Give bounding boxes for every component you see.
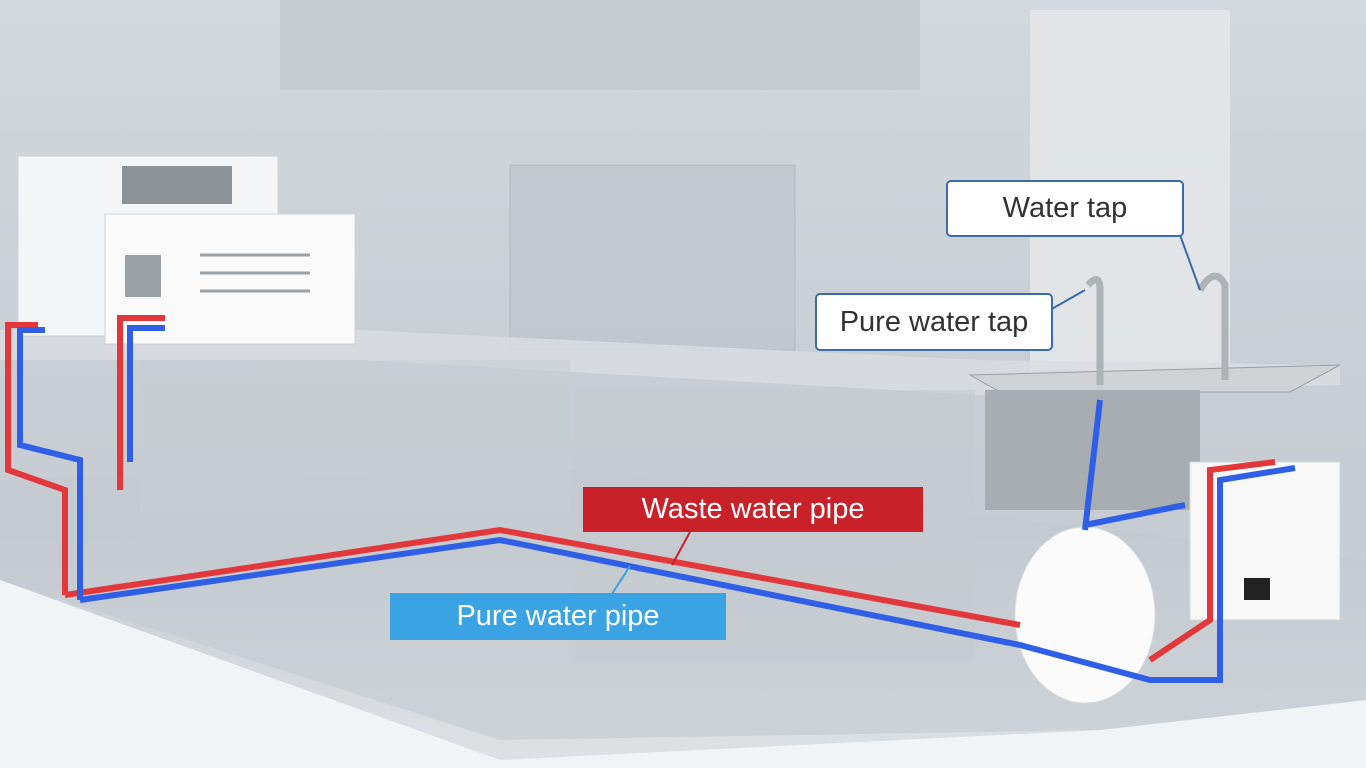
instrument-vent <box>122 166 232 204</box>
pure-water-pipes <box>17 325 1296 683</box>
water-tap-label: Water tap <box>946 180 1184 237</box>
pure-callout-line <box>609 565 631 598</box>
water-tap <box>1196 272 1229 380</box>
waste-callout-line <box>671 531 691 566</box>
instrument-slots <box>200 253 310 293</box>
floor <box>0 580 1366 768</box>
callout-lines <box>1049 234 1201 311</box>
waste-water-pipe-label: Waste water pipe <box>583 487 923 532</box>
waste-water-pipes <box>5 315 1276 663</box>
fume-hood <box>509 164 796 351</box>
pure-water-pipe-label: Pure water pipe <box>390 593 726 640</box>
back-cabinet <box>280 0 920 90</box>
sink-top <box>968 364 1341 393</box>
instrument-grille <box>125 255 161 297</box>
lab-bench-body <box>140 360 570 540</box>
pure-water-tap-label: Pure water tap <box>815 293 1053 351</box>
pure-water-tap <box>1085 276 1104 385</box>
purifier-display <box>1244 578 1270 600</box>
